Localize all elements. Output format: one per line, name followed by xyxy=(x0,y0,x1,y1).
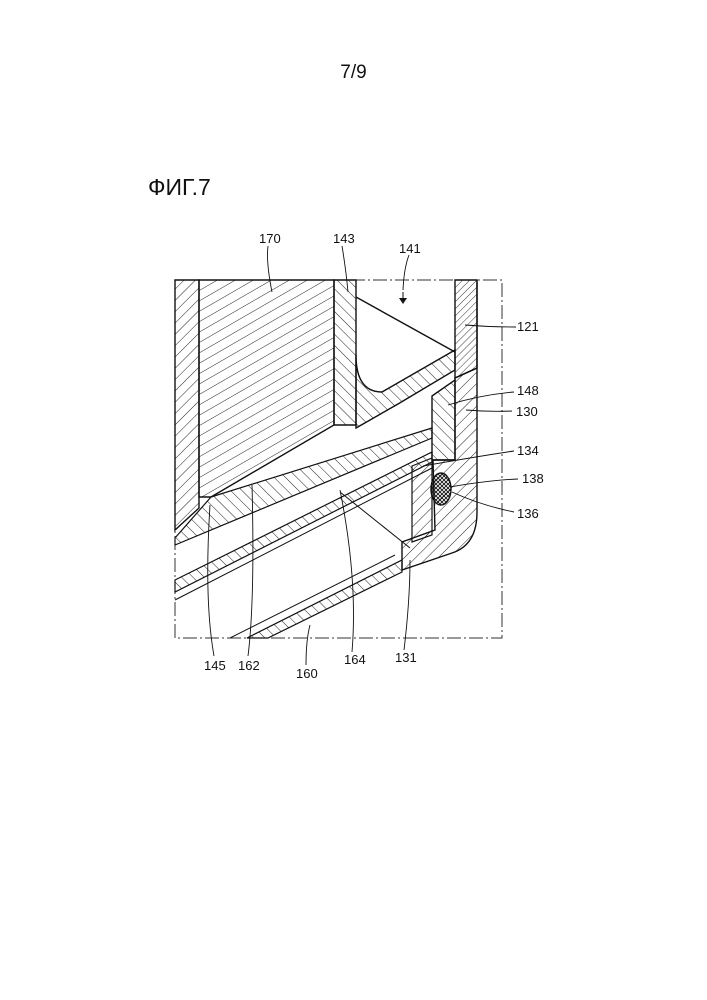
label-148: 148 xyxy=(517,383,539,398)
label-141: 141 xyxy=(399,241,421,256)
flow-arrow-head xyxy=(399,298,407,304)
label-164: 164 xyxy=(344,652,366,667)
label-136: 136 xyxy=(517,506,539,521)
edge-line xyxy=(230,555,395,638)
left-wall xyxy=(175,280,199,530)
label-145: 145 xyxy=(204,658,226,673)
part-121 xyxy=(455,280,477,378)
seal-138 xyxy=(431,473,451,505)
label-131: 131 xyxy=(395,650,417,665)
label-121: 121 xyxy=(517,319,539,334)
label-138: 138 xyxy=(522,471,544,486)
part-148 xyxy=(432,380,455,460)
label-134: 134 xyxy=(517,443,539,458)
label-130: 130 xyxy=(516,404,538,419)
part-131 xyxy=(412,458,432,542)
label-160: 160 xyxy=(296,666,318,681)
rib-143 xyxy=(334,280,356,425)
part-160 xyxy=(247,560,402,638)
channel-141 xyxy=(356,297,455,352)
label-162: 162 xyxy=(238,658,260,673)
label-170: 170 xyxy=(259,231,281,246)
label-143: 143 xyxy=(333,231,355,246)
line-164 xyxy=(340,492,410,548)
